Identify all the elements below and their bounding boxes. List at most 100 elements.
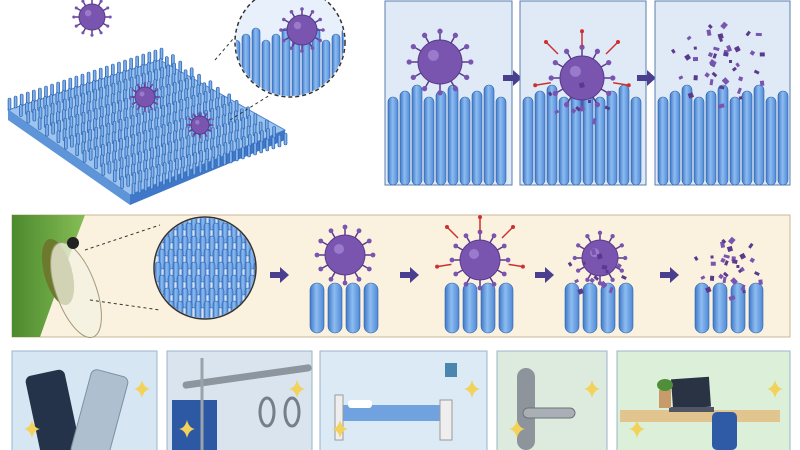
pillar — [259, 140, 263, 154]
pillar — [120, 176, 124, 189]
pillar — [167, 102, 171, 116]
pillar — [241, 117, 245, 130]
pillar — [175, 158, 179, 171]
pillar — [132, 172, 137, 185]
pillar — [62, 79, 67, 93]
pillar — [277, 134, 282, 148]
pillar — [113, 159, 118, 172]
pillar — [229, 121, 233, 134]
pillar — [345, 282, 361, 334]
pillar — [105, 84, 110, 98]
pillar — [387, 96, 399, 186]
pillar — [56, 81, 60, 95]
pillar — [222, 152, 227, 166]
pillar — [241, 146, 245, 160]
pillar — [247, 115, 252, 128]
pillar — [777, 90, 789, 186]
pillar — [51, 121, 55, 135]
pillar — [7, 97, 12, 111]
arrow-right-icon — [400, 267, 419, 283]
pillar — [111, 63, 115, 77]
pillar — [223, 123, 227, 136]
pillar — [126, 174, 130, 187]
pillar — [618, 84, 630, 186]
pillar — [101, 163, 106, 176]
pillar — [160, 85, 165, 99]
pillar — [26, 110, 31, 124]
pillar — [191, 75, 195, 89]
pillar — [69, 96, 73, 110]
mechanism-panel-2 — [519, 0, 647, 186]
pillar — [56, 130, 61, 143]
mechanism-panels — [384, 0, 791, 186]
pillar — [705, 90, 717, 186]
pillar — [216, 154, 221, 168]
pillar — [38, 106, 43, 120]
virus-icon — [449, 229, 511, 291]
pillar — [75, 113, 80, 127]
pillar — [86, 71, 91, 85]
pillar — [186, 135, 191, 148]
pillar — [150, 166, 155, 179]
pillar — [81, 92, 85, 106]
pillar — [32, 108, 37, 122]
sparkle-icon — [509, 420, 525, 438]
pillar — [253, 113, 258, 126]
pillar — [62, 98, 67, 112]
nanopillar-surface — [6, 0, 288, 205]
pillar — [94, 156, 98, 170]
pillar — [712, 282, 728, 334]
pillar — [70, 134, 74, 148]
pillar — [63, 117, 68, 131]
pillar — [309, 282, 325, 334]
pillar — [693, 96, 705, 186]
pillar — [131, 153, 136, 166]
pillar — [74, 75, 79, 89]
pillar — [56, 100, 61, 114]
pillar — [44, 85, 48, 99]
sparkle-icon — [464, 380, 480, 398]
pillar — [149, 108, 153, 122]
pillar — [180, 166, 184, 180]
pillar — [180, 137, 185, 150]
pillar — [112, 120, 117, 134]
sparkle-icon — [24, 420, 40, 438]
band-stage-2 — [435, 215, 525, 334]
pillar — [106, 103, 110, 117]
mechanism-panel-3 — [654, 0, 791, 186]
pillar — [119, 157, 124, 170]
pillar — [101, 144, 105, 157]
pillar — [135, 55, 139, 69]
pillar — [143, 178, 148, 192]
pillar — [234, 100, 239, 113]
handrail-icon — [166, 350, 313, 450]
pillar — [217, 125, 221, 138]
pillar — [138, 151, 142, 164]
pillar — [168, 160, 173, 173]
virus-icon — [129, 81, 161, 113]
pillar — [266, 128, 270, 141]
pillar — [272, 126, 276, 139]
pillar — [99, 105, 104, 119]
pillar — [119, 138, 123, 151]
pillar — [166, 83, 171, 97]
pillar — [600, 282, 616, 334]
pillar — [123, 59, 127, 73]
pillar — [435, 90, 447, 186]
pillar — [194, 300, 202, 318]
stretch-arrows — [435, 215, 525, 269]
pillar — [217, 144, 222, 157]
arrow-right-icon — [535, 267, 554, 283]
band-stage-3 — [564, 230, 634, 334]
pillar — [197, 73, 201, 87]
pillar — [694, 282, 710, 334]
pillar — [124, 97, 128, 111]
pillar — [204, 158, 209, 172]
pillar — [235, 138, 240, 151]
pillar — [117, 80, 122, 94]
pillar — [143, 110, 147, 124]
pillar — [137, 180, 142, 194]
pillar — [82, 130, 86, 144]
pillar — [149, 128, 154, 141]
pillar — [748, 282, 764, 334]
